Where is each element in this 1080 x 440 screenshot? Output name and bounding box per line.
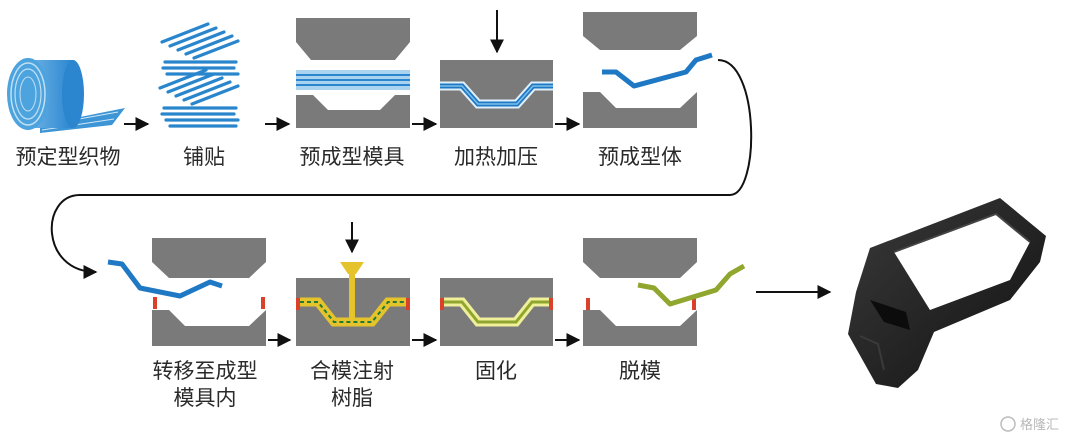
watermark: 格隆汇 xyxy=(1000,416,1059,433)
row-connector-arrow xyxy=(50,59,753,279)
demold-illustration xyxy=(583,238,746,346)
step-label-transfer-line2: 模具内 xyxy=(174,386,237,410)
step-label-layup: 铺贴 xyxy=(183,145,225,169)
step-label-heat-press: 加热加压 xyxy=(454,145,538,169)
step-label-cure: 固化 xyxy=(475,359,517,383)
preform-mold-illustration xyxy=(296,18,410,128)
step-label-preform-fabric: 预定型织物 xyxy=(16,145,121,169)
fabric-roll-illustration xyxy=(7,58,125,133)
preform-body-illustration xyxy=(583,12,713,128)
step-label-preform-mold: 预成型模具 xyxy=(300,145,405,169)
carbon-fiber-part-illustration xyxy=(848,198,1046,388)
step-label-transfer-line1: 转移至成型 xyxy=(153,359,258,383)
resin-injection-illustration xyxy=(296,222,410,346)
heat-press-illustration xyxy=(440,10,553,128)
watermark-text: 格隆汇 xyxy=(1020,417,1059,433)
transfer-mold-illustration xyxy=(107,238,266,346)
cure-illustration xyxy=(440,278,553,346)
layup-stack-illustration xyxy=(158,22,240,128)
step-label-demold: 脱模 xyxy=(619,359,661,383)
step-label-inject-line1: 合模注射 xyxy=(310,359,394,383)
step-label-preform-body: 预成型体 xyxy=(598,145,682,169)
step-label-inject-line2: 树脂 xyxy=(331,386,373,410)
watermark-logo-icon xyxy=(1000,416,1016,432)
